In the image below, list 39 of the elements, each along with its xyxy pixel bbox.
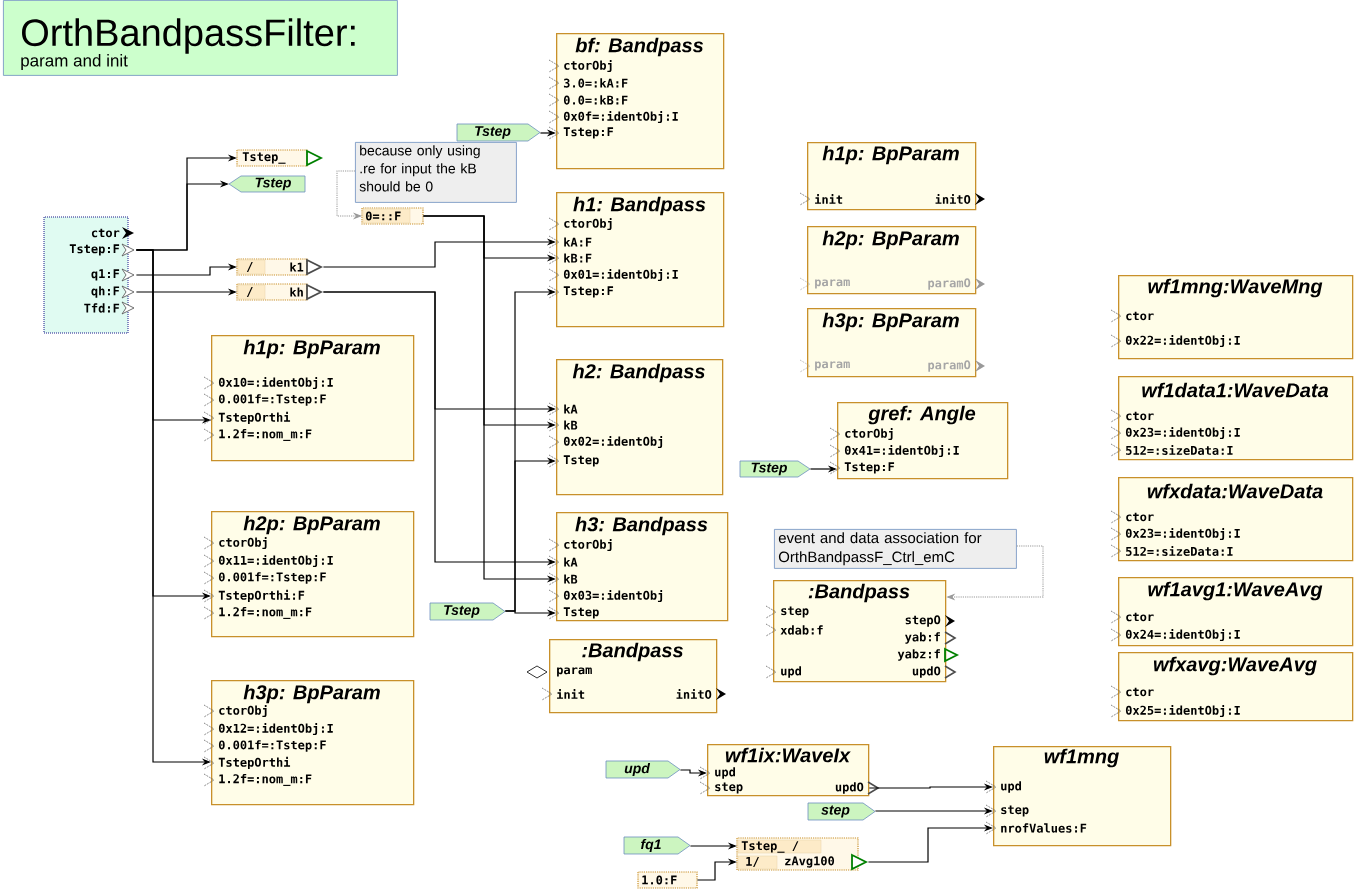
operation-box: 0=::F — [361, 207, 424, 225]
class-box: :Bandpass step xdab:f stepO yab:f yabz:f upd updO — [765, 580, 960, 683]
arrow — [336, 170, 362, 219]
class-box: h2p: BpParam param paramO — [799, 226, 985, 295]
note-box: because only using .re for input the kB should be 0 — [355, 142, 517, 203]
operation-box: 1.0:F — [637, 871, 698, 889]
signal-tag: fq1 — [623, 836, 691, 855]
class-box: wfxdata:WaveData ctor 0x23=:identObj:I 512=:sizeData:I — [1110, 477, 1354, 562]
arrow — [947, 545, 1044, 600]
port-box: ctor Tstep:F q1:F qh:F Tfd:F — [43, 216, 135, 334]
signal-tag: Tstep — [739, 460, 811, 478]
note-box: event and data association for OrthBandpassF_Ctrl_emC — [774, 529, 1017, 569]
class-box: wfxavg:WaveAvg ctor 0x25=:identObj:I — [1110, 652, 1354, 722]
signal-tag: Tstep — [228, 175, 306, 193]
class-box: h2p: BpParam ctorObj 0x11=:identObj:I 0.001f=:Tstep:F TstepOrthi:F 1.2f=:nom_m:F — [203, 511, 415, 638]
class-box: wf1mng upd step nrofValues:F — [985, 746, 1172, 847]
class-box: wf1data1:WaveData ctor 0x23=:identObj:I 512=:sizeData:I — [1110, 376, 1354, 461]
signal-tag: step — [807, 802, 876, 821]
class-box: bf: Bandpass ctorObj 3.0=:kA:F 0.0=:kB:F 0x0f=:identObj:I Tstep:F — [548, 33, 725, 170]
signal-tag: upd — [605, 760, 681, 779]
signal-tag: Tstep — [429, 602, 506, 621]
class-box: h3: Bandpass ctorObj kA kB 0x03=:identObj Tstep — [548, 512, 729, 622]
title-box: OrthBandpassFilter: param and init — [3, 0, 398, 76]
class-box: :Bandpass param init initO — [526, 639, 726, 714]
operation-box: / k1 — [236, 258, 324, 276]
class-box: wf1avg1:WaveAvg ctor 0x24=:identObj:I — [1110, 577, 1354, 647]
class-box: h3p: BpParam param paramO — [799, 308, 985, 378]
class-box: h1p: BpParam 0x10=:identObj:I 0.001f=:Tstep:F TstepOrthi 1.2f=:nom_m:F — [203, 335, 415, 462]
class-box: h2: Bandpass kA kB 0x02=:identObj Tstep — [548, 359, 724, 496]
class-box: wf1mng:WaveMng ctor 0x22=:identObj:I — [1110, 275, 1354, 360]
class-box: h1: Bandpass ctorObj kA:F kB:F 0x01=:identObj:I Tstep:F — [548, 192, 725, 328]
operation-box: Tstep_ / 1/ zAvg100 — [736, 837, 869, 871]
class-box: gref: Angle ctorObj 0x41=:identObj:I Tstep:F — [829, 402, 1009, 480]
operation-box: Tstep_ — [236, 149, 324, 167]
operation-box: / kh — [236, 283, 324, 301]
class-box: h3p: BpParam ctorObj 0x12=:identObj:I 0.001f=:Tstep:F TstepOrthi 1.2f=:nom_m:F — [203, 680, 415, 806]
class-box: wf1ix:WaveIx upd step updO — [699, 744, 880, 797]
signal-tag: Tstep — [456, 123, 541, 142]
class-box: h1p: BpParam init initO — [799, 142, 985, 211]
